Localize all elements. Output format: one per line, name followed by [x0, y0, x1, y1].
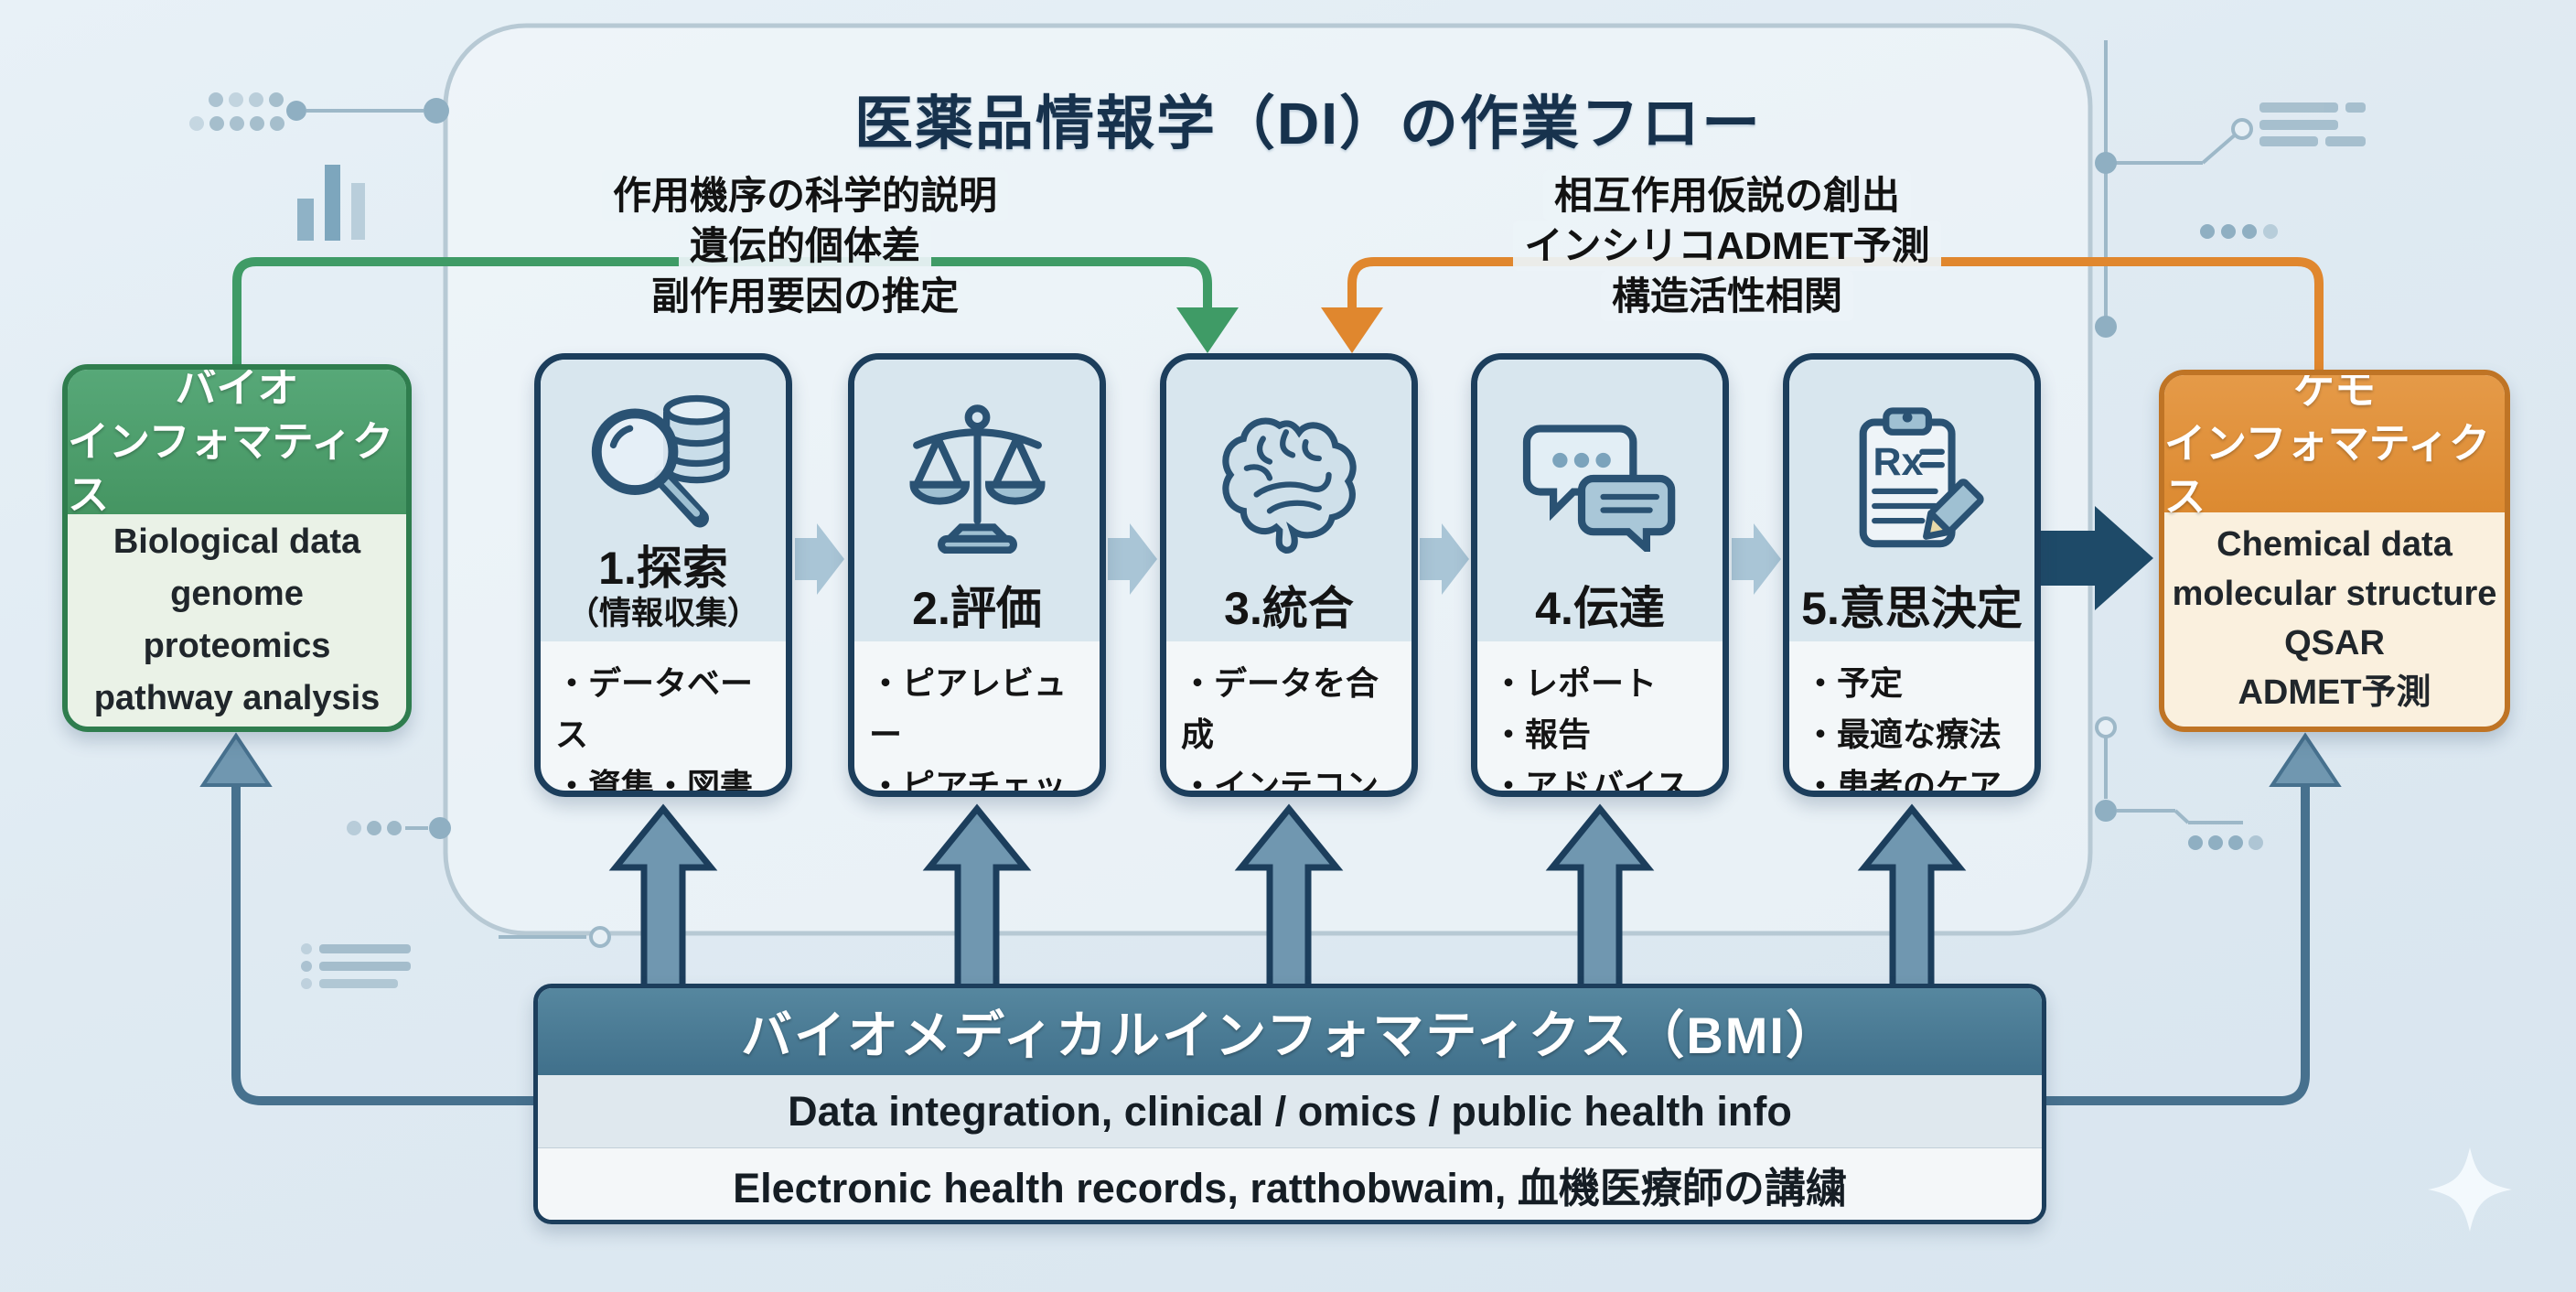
step-title: 3.統合 — [1224, 583, 1354, 634]
body-line: genome — [170, 575, 304, 613]
bullet: ・アドバイス — [1492, 766, 1689, 797]
annotation-line: 相互作用仮説の創出 — [1542, 170, 1911, 221]
body-line: Biological data — [113, 522, 361, 561]
page-title: 医薬品情報学（DI）の作業フロー — [854, 91, 1762, 156]
body-line: molecular structure — [2172, 575, 2497, 614]
step-bullets: ・ピアレビュー ・ピアチェック ・バスチェック — [854, 641, 1100, 797]
clipboard-rx-icon: Rx — [1789, 360, 2034, 584]
svg-text:Rx: Rx — [1873, 440, 1923, 484]
balance-scale-icon — [854, 360, 1100, 584]
chat-bubbles-icon — [1477, 360, 1723, 584]
bioinformatics-box-body: Biological data genome proteomics pathwa… — [68, 514, 406, 727]
body-line: ADMET予測 — [2238, 673, 2431, 712]
step-box-4-communicate: 4.伝達 ・レポート ・報告 ・アドバイス — [1471, 353, 1729, 797]
bmi-row-data-integration: Data integration, clinical / omics / pub… — [538, 1075, 2042, 1148]
step-title: 1.探索 — [598, 543, 728, 595]
step-title: 2.評価 — [912, 583, 1042, 634]
annotation-line: 副作用要因の推定 — [639, 271, 970, 321]
chemoinformatics-box-body: Chemical data molecular structure QSAR A… — [2164, 512, 2505, 727]
step-box-3-integrate: 3.統合 ・データを合成 ・インテコント ・患者のあ問撃 — [1160, 353, 1418, 797]
dots-grid-top-left-icon — [189, 92, 284, 131]
list-lines-top-right-icon — [2259, 102, 2366, 146]
bullet: ・ピアチェック — [869, 766, 1067, 797]
body-line: pathway analysis — [93, 679, 381, 717]
step-bullets: ・レポート ・報告 ・アドバイス — [1477, 641, 1723, 797]
bullet: ・資集・図書 — [555, 766, 754, 797]
body-line: QSAR — [2284, 624, 2385, 662]
bmi-up-arrows — [608, 803, 1967, 997]
node-line-bottom-left — [499, 926, 611, 948]
step-subtitle: （情報収集） — [566, 596, 759, 632]
chemoinformatics-box-title: ケモ インフォマティクス — [2164, 375, 2505, 520]
step-bullets: ・データベース ・資集・図書 ・文章 — [541, 641, 786, 797]
bmi-row-health-records: Electronic health records, ratthobwaim, … — [538, 1148, 2042, 1220]
title-line: バイオ — [175, 364, 299, 412]
bmi-to-chemo-connector-arrow — [2040, 732, 2342, 1105]
chemoinformatics-box: ケモ インフォマティクス Chemical data molecular str… — [2159, 370, 2510, 732]
step-upper-panel: 2.評価 — [854, 360, 1100, 641]
dots-row-top-right — [2200, 224, 2278, 239]
step-box-2-evaluate: 2.評価 ・ピアレビュー ・ピアチェック ・バスチェック — [848, 353, 1106, 797]
step-upper-panel: 1.探索 （情報収集） — [541, 360, 786, 641]
bullet: ・最適な療法 — [1804, 715, 2002, 753]
bullet: ・ピアレビュー — [869, 664, 1068, 753]
annotation-line: インシリコADMET予測 — [1513, 221, 1941, 271]
title-line: インフォマティクス — [2164, 419, 2490, 521]
bmi-box-title: バイオメディカルインフォマティクス（BMI） — [538, 988, 2042, 1075]
step-upper-panel: Rx 5.意思決定 — [1789, 360, 2034, 641]
bioinformatics-box-title: バイオ インフォマティクス — [68, 370, 406, 518]
title-line: インフォマティクス — [68, 417, 393, 519]
chemo-annotation: 相互作用仮説の創出 インシリコADMET予測 構造活性相関 — [1498, 170, 1956, 321]
bio-annotation: 作用機序の科学的説明 遺伝的個体差 副作用要因の推定 — [576, 170, 1034, 321]
annotation-line: 遺伝的個体差 — [678, 221, 931, 271]
step5-to-chemo-arrow — [2038, 506, 2153, 610]
bullet: ・データを合成 — [1181, 664, 1379, 753]
dots-row-bottom-right — [2188, 835, 2263, 850]
sparkle-icon — [2428, 1147, 2512, 1232]
step-bullets: ・予定 ・最適な療法 ・患者のケア — [1789, 641, 2034, 797]
bmi-box: バイオメディカルインフォマティクス（BMI） Data integration,… — [533, 984, 2046, 1224]
circuit-bottom-right — [2095, 716, 2243, 824]
node-line-top-left — [286, 98, 449, 124]
bar-chart-icon — [297, 165, 365, 241]
step-title: 5.意思決定 — [1801, 583, 2023, 634]
list-lines-left-icon — [301, 943, 411, 989]
bullet: ・報告 — [1492, 715, 1592, 753]
bioinformatics-box: バイオ インフォマティクス Biological data genome pro… — [62, 364, 412, 732]
circuit-top-right — [2095, 40, 2253, 338]
brain-icon — [1166, 360, 1411, 584]
step-title: 4.伝達 — [1535, 583, 1665, 634]
step-box-5-decide: Rx 5.意思決定 ・予定 — [1783, 353, 2041, 797]
bullet: ・予定 — [1804, 664, 1904, 702]
bullet: ・インテコント — [1181, 766, 1379, 797]
title-line: ケモ — [2292, 370, 2376, 414]
step-box-1-search: 1.探索 （情報収集） ・データベース ・資集・図書 ・文章 — [534, 353, 792, 797]
node-line-mid-left — [347, 817, 451, 839]
magnifier-database-icon — [541, 360, 786, 544]
step-upper-panel: 3.統合 — [1166, 360, 1411, 641]
body-line: Chemical data — [2216, 525, 2453, 565]
bullet: ・患者のケア — [1804, 766, 2002, 797]
bmi-to-bio-connector-arrow — [199, 732, 540, 1105]
body-line: proteomics — [143, 627, 331, 665]
annotation-line: 構造活性相関 — [1600, 271, 1853, 321]
bullet: ・データベース — [555, 664, 754, 753]
annotation-line: 作用機序の科学的説明 — [601, 170, 1008, 221]
step-bullets: ・データを合成 ・インテコント ・患者のあ問撃 — [1166, 641, 1411, 797]
bullet: ・レポート — [1492, 664, 1658, 702]
step-upper-panel: 4.伝達 — [1477, 360, 1723, 641]
